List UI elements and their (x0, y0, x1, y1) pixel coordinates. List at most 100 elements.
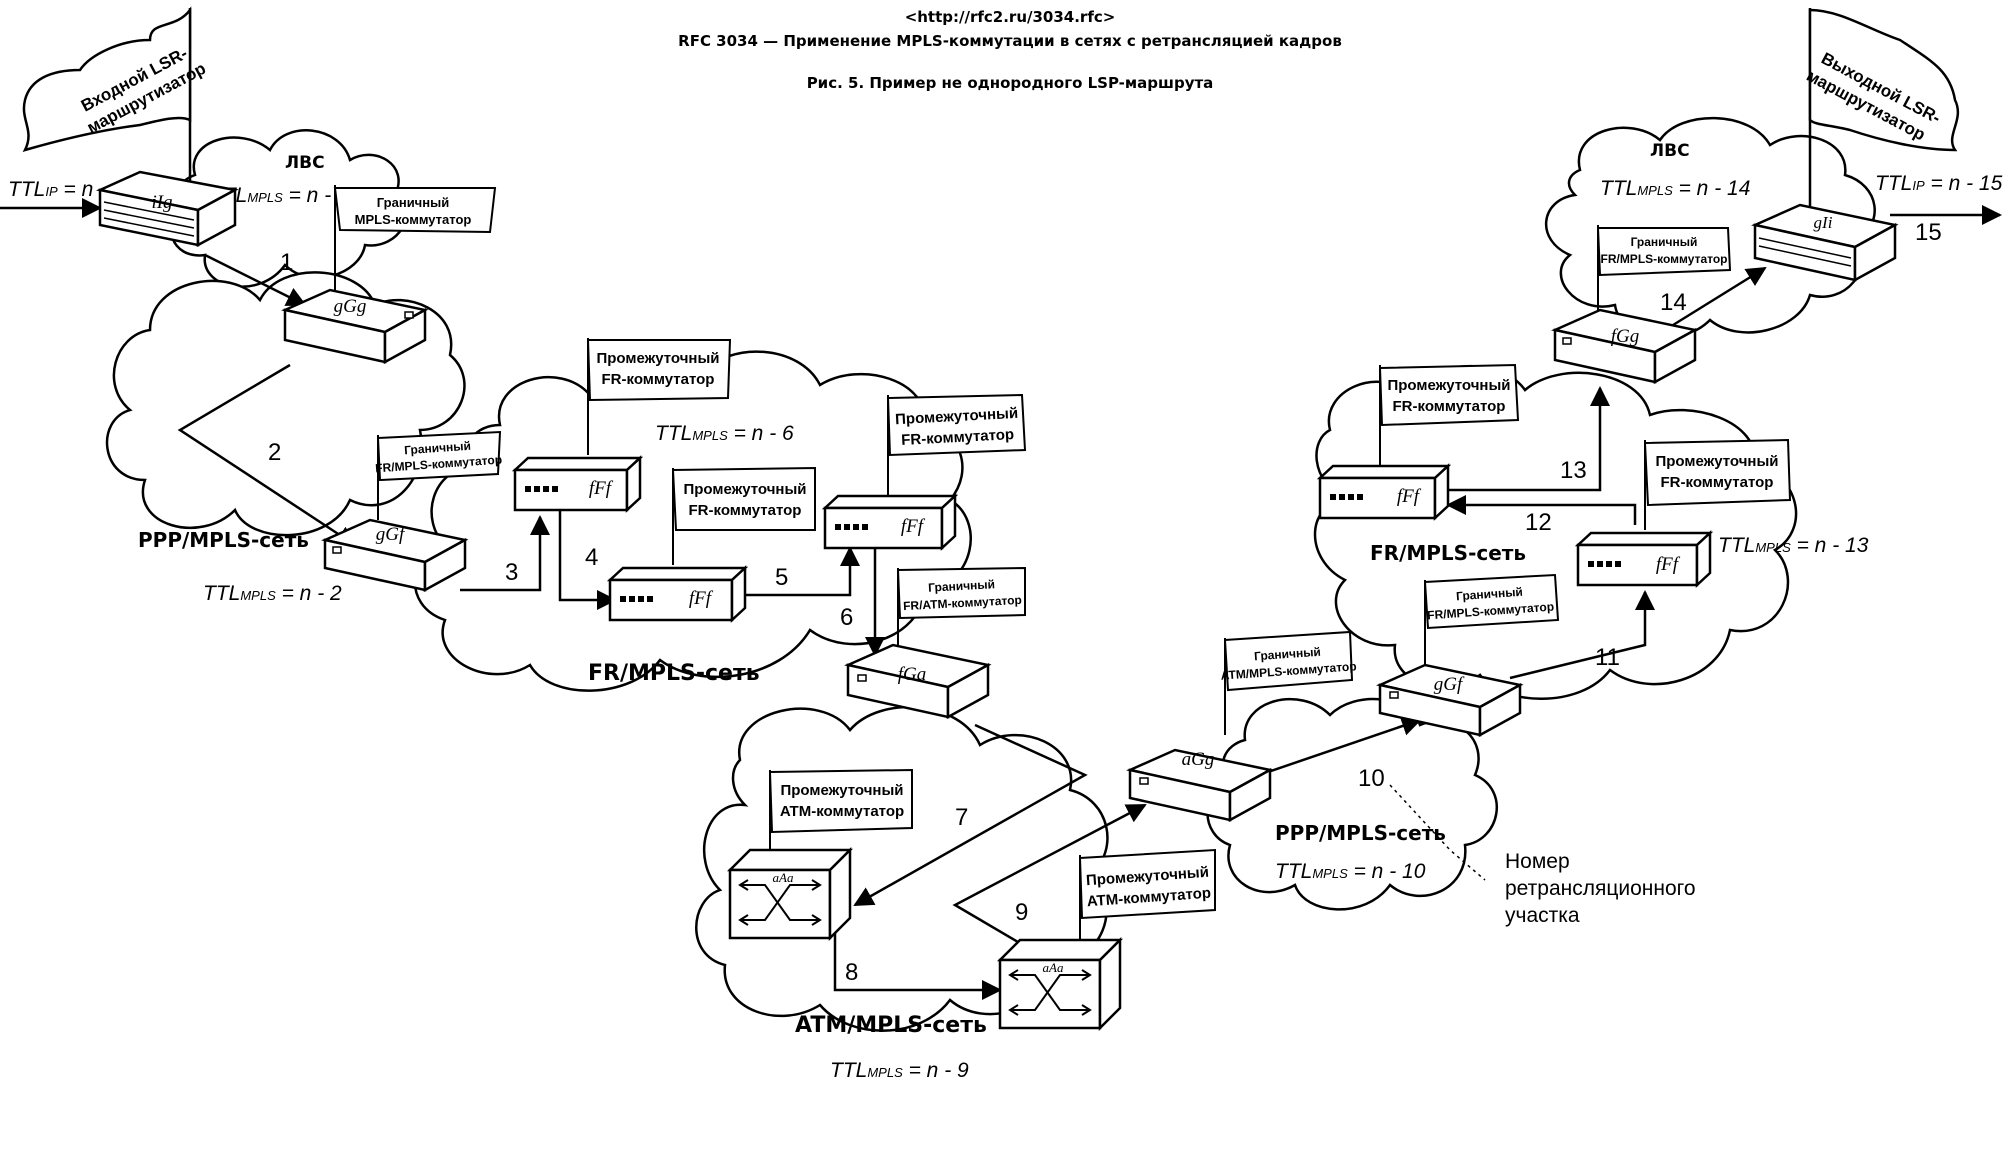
cloud-label-ppp-right: PPP/MPLS-сеть (1275, 821, 1446, 845)
arrow-hop-3 (460, 515, 550, 592)
label-fga: fGa (898, 664, 927, 685)
cloud-label-fr-right: FR/MPLS-сеть (1370, 541, 1526, 565)
hop-7: 7 (955, 804, 968, 831)
flag-inter-fr-5 (1643, 438, 1792, 507)
header-url: <http://rfc2.ru/3034.rfc> (905, 8, 1116, 26)
ttl-ppp-left: TTLMPLS = n - 2 (203, 582, 342, 605)
flag-inter-fr-1 (586, 339, 732, 402)
arrow-hop-9 (952, 803, 1147, 957)
fr-switch-fff-5 (1574, 530, 1714, 588)
cloud-label-fr-left: FR/MPLS-сеть (588, 661, 760, 686)
hop-10: 10 (1358, 765, 1385, 792)
hop-12: 12 (1525, 509, 1552, 536)
fr-switch-fff-4 (1316, 463, 1452, 521)
flag-edge-fr-mpls-right (1423, 573, 1560, 630)
label-fff-4: fFf (1397, 486, 1422, 507)
arrow-hop-1 (204, 253, 307, 307)
router-gii (1751, 203, 1899, 283)
flag-inter-fr-2 (671, 466, 816, 531)
label-fff-1: fFf (589, 478, 614, 499)
hop-14: 14 (1660, 289, 1687, 316)
atm-switch-aaa-1 (726, 846, 854, 942)
flag-edge-mpls (333, 187, 497, 234)
hop-1: 1 (280, 249, 293, 276)
hop-number-annotation: Номер ретрансляционного участка (1505, 850, 1701, 927)
arrow-hop-14 (1664, 266, 1767, 332)
annotation-leader (1389, 784, 1486, 881)
arrow-hop-12 (1446, 495, 1637, 525)
flag-edge-fr-atm (896, 566, 1026, 620)
fr-switch-fff-3 (821, 493, 959, 551)
label-ggg: gGg (334, 296, 367, 317)
atm-switch-aaa-2 (996, 936, 1124, 1032)
arrow-hop-11 (1509, 590, 1655, 680)
switch-ggf-left (321, 518, 469, 593)
cloud-label-lan-right: ЛВС (1650, 141, 1690, 161)
flag-inter-fr-3 (886, 393, 1027, 457)
arrow-hop-4 (558, 500, 617, 610)
header-title: RFC 3034 — Применение MPLS-коммутации в … (678, 32, 1342, 50)
switch-ggf-right (1376, 663, 1524, 738)
label-aaa-2: aAa (1043, 960, 1064, 975)
ttl-out-ip: TTLIP = n - 15 (1875, 172, 2003, 195)
label-ggf-left: gGf (376, 524, 407, 545)
hop-3: 3 (505, 559, 518, 586)
arrow-hop-13 (1438, 386, 1610, 492)
switch-fga (844, 643, 992, 720)
label-fgg: fGg (1611, 326, 1640, 347)
flag-edge-atm-mpls (1223, 630, 1354, 692)
flag-edge-fr-mpls-left (376, 430, 502, 482)
arrow-hop-8 (833, 930, 1002, 1000)
ttl-fr-left: TTLMPLS = n - 6 (655, 422, 794, 445)
hop-11: 11 (1595, 644, 1620, 671)
arrow-hop-5 (745, 546, 860, 597)
flag-edge-fr-atm-text: ГраничныйFR/ATM-коммутатор (902, 576, 1022, 613)
label-gii: gIi (1814, 213, 1833, 232)
hop-9: 9 (1015, 899, 1028, 926)
flag-inter-fr-3-text: ПромежуточныйFR-коммутатор (895, 405, 1020, 449)
arrow-hop-2 (177, 363, 357, 547)
ingress-flag (22, 6, 192, 152)
label-fff-2: fFf (689, 588, 714, 609)
flag-inter-fr-4 (1378, 363, 1520, 427)
ttl-ppp-right: TTLMPLS = n - 10 (1275, 860, 1426, 883)
hop-15: 15 (1915, 219, 1942, 246)
cloud-label-lan-left: ЛВС (285, 153, 325, 173)
flag-inter-atm-1 (768, 768, 913, 834)
ttl-fr-right: TTLMPLS = n - 13 (1718, 534, 1869, 557)
hop-8: 8 (845, 959, 858, 986)
switch-agg (1126, 748, 1274, 823)
label-aaa-1: aAa (773, 870, 794, 885)
ttl-atm: TTLMPLS = n - 9 (830, 1059, 969, 1082)
hop-4: 4 (585, 544, 598, 571)
cloud-label-ppp-left: PPP/MPLS-сеть (138, 528, 309, 552)
cloud-ppp-right (1206, 697, 1499, 911)
cloud-lan-left (169, 129, 408, 289)
cloud-label-atm: ATM/MPLS-сеть (795, 1013, 987, 1038)
flag-inter-atm-2 (1078, 848, 1216, 920)
hop-13: 13 (1560, 457, 1587, 484)
arrow-hop-7 (853, 723, 1088, 907)
ttl-lan-right: TTLMPLS = n - 14 (1600, 177, 1750, 200)
hop-5: 5 (775, 564, 788, 591)
router-iig (95, 170, 239, 248)
hop-6: 6 (840, 604, 853, 631)
label-ggf-right: gGf (1434, 674, 1465, 695)
label-agg: aGg (1182, 749, 1215, 770)
hop-2: 2 (268, 439, 281, 466)
label-fff-5: fFf (1656, 554, 1681, 575)
ttl-in-ip: TTLIP = n (8, 178, 93, 201)
switch-fgg (1551, 308, 1699, 385)
fr-switch-fff-1 (511, 455, 644, 513)
label-fff-3: fFf (901, 516, 926, 537)
label-iig: iIg (151, 192, 172, 213)
switch-ggg (281, 288, 429, 365)
